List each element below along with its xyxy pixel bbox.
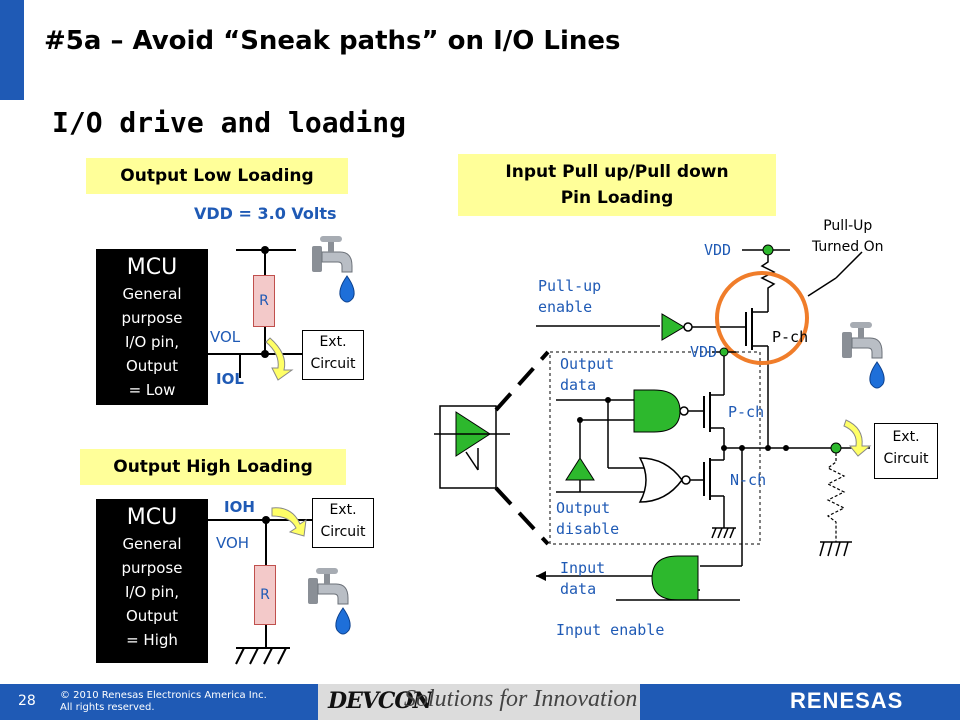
ioh-label: IOH bbox=[224, 498, 255, 516]
title-accent-bar bbox=[0, 0, 24, 100]
output-disable-label: Output disable bbox=[556, 499, 620, 538]
footer-middle-band bbox=[318, 684, 640, 720]
faucet-icon bbox=[311, 235, 355, 303]
copyright-text: © 2010 Renesas Electronics America Inc. … bbox=[60, 690, 267, 713]
mcu-title: MCU bbox=[126, 255, 178, 280]
mcu-description: General purpose I/O pin, Output = High bbox=[121, 535, 183, 649]
faucet-icon bbox=[841, 321, 885, 389]
pch-inner-label: P-ch bbox=[728, 403, 765, 421]
page-number: 28 bbox=[18, 693, 36, 709]
pullup-enable-label: Pull-up enable bbox=[538, 277, 602, 316]
vdd-top-label: VDD bbox=[704, 241, 732, 259]
ext-circuit-box: Ext. Circuit bbox=[302, 330, 364, 380]
current-arrow-icon bbox=[843, 419, 872, 457]
mcu-output-high: MCU General purpose I/O pin, Output = Hi… bbox=[96, 499, 208, 663]
ext-circuit-box: Ext. Circuit bbox=[312, 498, 374, 548]
pull-header-line1: Input Pull up/Pull down bbox=[505, 162, 729, 182]
resistor: R bbox=[254, 565, 276, 625]
output-data-label: Output data bbox=[560, 355, 615, 394]
voh-label: VOH bbox=[216, 534, 250, 552]
nch-inner-label: N-ch bbox=[730, 471, 767, 489]
pch-top-label: P-ch bbox=[772, 328, 809, 346]
mcu-output-low: MCU General purpose I/O pin, Output = Lo… bbox=[96, 249, 208, 405]
resistor: R bbox=[253, 275, 275, 327]
renesas-logo: RENESAS bbox=[790, 688, 904, 713]
tagline: Solutions for Innovation bbox=[404, 686, 638, 712]
footer-right-band bbox=[640, 684, 960, 720]
input-enable-label: Input enable bbox=[556, 621, 665, 639]
slide-subtitle: I/O drive and loading bbox=[52, 106, 407, 139]
output-high-loading-header: Output High Loading bbox=[80, 449, 346, 485]
footer-left-band bbox=[0, 684, 318, 720]
mcu-title: MCU bbox=[126, 505, 178, 530]
vdd-voltage-label: VDD = 3.0 Volts bbox=[194, 204, 337, 223]
input-data-label: Input data bbox=[560, 559, 606, 598]
current-arrow-icon bbox=[271, 507, 307, 537]
pull-header-line2: Pin Loading bbox=[560, 188, 674, 208]
iol-label: IOL bbox=[216, 370, 244, 388]
output-low-loading-header: Output Low Loading bbox=[86, 158, 348, 194]
output-high-circuit bbox=[208, 507, 351, 665]
circuit-diagram bbox=[208, 235, 885, 665]
vdd-inner-label: VDD bbox=[690, 343, 718, 361]
pullup-pulldown-circuit bbox=[434, 244, 885, 601]
pull-loading-header: Input Pull up/Pull down Pin Loading bbox=[458, 154, 776, 216]
output-low-circuit bbox=[208, 235, 355, 381]
pullup-turned-on-note: Pull-Up Turned On bbox=[812, 218, 884, 255]
current-arrow-icon bbox=[265, 337, 294, 381]
faucet-icon bbox=[307, 567, 351, 635]
devcon-logo: DEVCON bbox=[328, 688, 433, 714]
ext-circuit-box: Ext. Circuit bbox=[874, 423, 938, 479]
vol-label: VOL bbox=[210, 328, 241, 346]
mcu-description: General purpose I/O pin, Output = Low bbox=[121, 285, 183, 399]
slide-title: #5a – Avoid “Sneak paths” on I/O Lines bbox=[44, 26, 621, 56]
